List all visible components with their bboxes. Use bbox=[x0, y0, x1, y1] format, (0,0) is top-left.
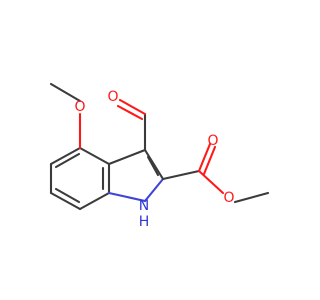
methoxy-bond-methyl bbox=[49, 82, 82, 103]
benzene-bond-3 bbox=[49, 191, 82, 211]
indole-nitrogen-label: N bbox=[139, 198, 149, 214]
pyrrole-bond-2 bbox=[143, 148, 165, 181]
ester-oxygen-label: O bbox=[223, 190, 234, 206]
ester-carbonyl-bond-1 bbox=[197, 142, 212, 173]
aldehyde-oxygen-label: O bbox=[107, 89, 118, 105]
molecule-canvas: O O O O N H bbox=[49, 82, 270, 230]
benzene-bond-4 bbox=[78, 191, 111, 211]
pyrrole-bond-4 bbox=[107, 191, 147, 203]
methoxy-oxygen-label: O bbox=[74, 99, 85, 115]
pyrrole-bond-3 bbox=[143, 177, 165, 203]
pyrrole-inner-double bbox=[146, 155, 160, 177]
ester-carbonyl-bond-2 bbox=[202, 145, 217, 176]
aldehyde-double-bond-2 bbox=[116, 104, 144, 121]
ester-bond-ring bbox=[161, 169, 201, 181]
carbonyl-oxygen-label: O bbox=[207, 133, 218, 149]
aldehyde-double-bond-1 bbox=[118, 98, 147, 116]
pyrrole-bond-1 bbox=[107, 148, 147, 166]
molecule-structure: O O O O N H bbox=[49, 82, 270, 230]
ester-methyl-bond bbox=[233, 191, 270, 204]
benzene-inner-double-2 bbox=[54, 187, 81, 204]
indole-hydrogen-label: H bbox=[139, 214, 150, 230]
benzene-bond-1 bbox=[49, 146, 82, 166]
ester-single-bond bbox=[197, 169, 225, 195]
benzene-inner-double-1 bbox=[54, 152, 81, 169]
benzene-bond-6 bbox=[78, 146, 111, 166]
